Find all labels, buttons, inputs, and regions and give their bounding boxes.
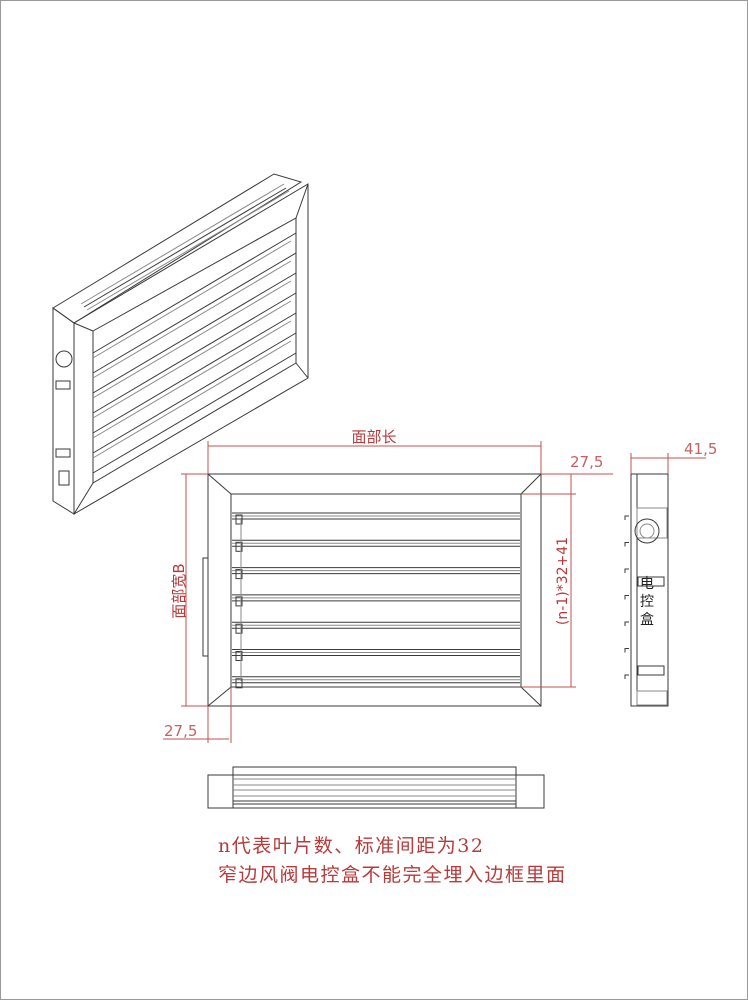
isometric-connector-icon [55,350,73,368]
connector-icon [634,518,660,544]
slat-tick [624,674,629,679]
bottom-view [207,766,545,809]
slat-tick [624,568,629,573]
frame-left-label: 27,5 [164,722,197,740]
slat-pivot [235,514,243,525]
front-view [202,473,542,707]
control-box-char-2: 控 [640,594,654,610]
isometric-view [52,173,309,515]
note-blade-count: n代表叶片数、标准间距为32 [218,835,485,857]
front-slats [232,512,520,689]
control-box-char-3: 盒 [640,611,654,628]
note-control-box: 窄边风阀电控盒不能完全埋入边框里面 [218,864,567,886]
side-view [624,453,706,707]
opening-height-label: (n-1)*32+41 [555,537,571,625]
slat-tick [624,621,629,626]
isometric-slats [92,232,297,474]
slat-tick [624,542,629,547]
dimension-opening-height [521,473,613,688]
slat-pivot [235,651,243,661]
slat-tick [624,648,629,653]
slat-pivot [235,541,243,552]
dimension-face-length [207,441,542,474]
slat-tick [624,595,629,600]
depth-label: 41,5 [684,440,717,458]
slat-pivot [235,569,243,580]
dimension-face-width [181,473,208,707]
slat-pivot [235,596,243,607]
face-length-label: 面部长 [351,428,396,446]
control-box-char-1: 电 [640,576,654,592]
slat-pivot [235,623,243,634]
slat-pivot [235,678,243,689]
slat-tick [624,515,629,520]
face-width-label: 面部宽B [170,563,188,618]
side-tick-marks [624,515,629,679]
dimension-frame-left [163,687,232,743]
frame-top-label: 27,5 [570,453,603,471]
